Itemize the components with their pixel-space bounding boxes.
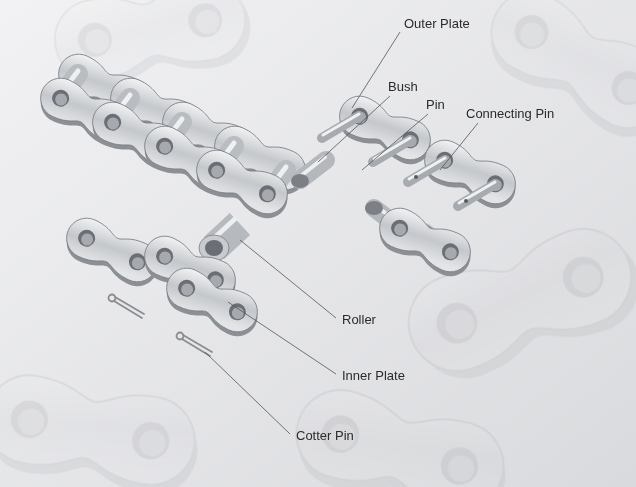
bush-part <box>291 157 326 188</box>
leader-line <box>205 352 290 434</box>
assembled-chain <box>32 48 313 225</box>
part-label: Cotter Pin <box>296 428 354 443</box>
leader-lines <box>205 32 478 434</box>
inner-plate <box>158 262 265 343</box>
part-label: Inner Plate <box>342 368 405 383</box>
inner-plate-bush-part <box>365 201 479 283</box>
part-label: Roller <box>342 312 376 327</box>
leader-line <box>352 32 400 108</box>
leader-line <box>362 114 428 170</box>
part-label: Pin <box>426 97 445 112</box>
connecting-pin-part <box>408 134 524 215</box>
leader-line <box>440 123 478 170</box>
cotter-pin <box>177 333 213 357</box>
leader-line <box>240 240 336 318</box>
outer-plate-part <box>322 90 439 171</box>
roller-part <box>199 218 240 261</box>
part-label: Bush <box>388 79 418 94</box>
part-label: Outer Plate <box>404 16 470 31</box>
leader-line <box>228 302 336 374</box>
part-label: Connecting Pin <box>466 106 554 121</box>
cotter-pin <box>109 295 145 319</box>
front-plate <box>188 144 295 225</box>
leader-line <box>318 96 390 162</box>
